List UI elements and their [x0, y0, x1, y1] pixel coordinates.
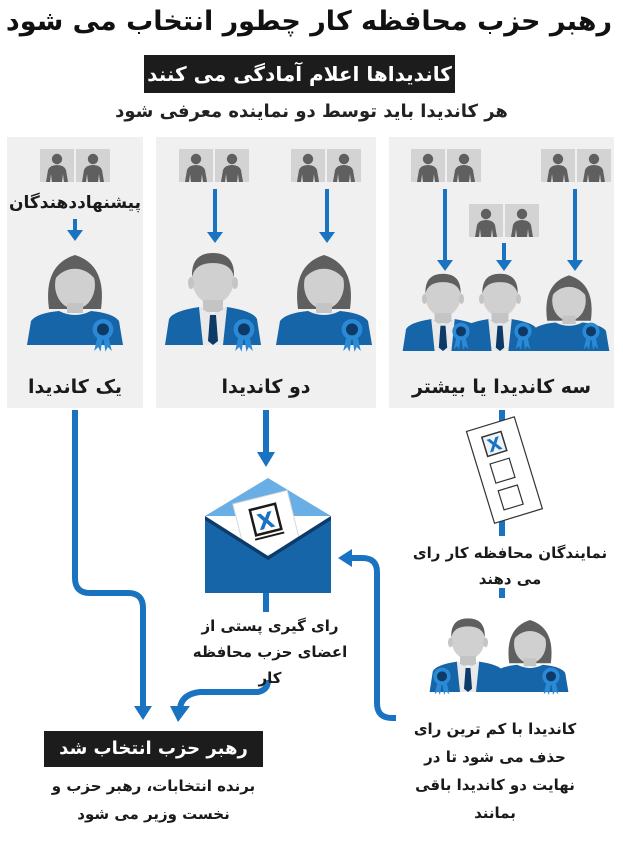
- proposers-pair: [40, 149, 110, 182]
- svg-text:X: X: [255, 508, 278, 536]
- postal-vote-caption: رای گیری پستی از اعضای حزب محافظه کار: [192, 617, 348, 687]
- page-title: رهبر حزب محافظه کار چطور انتخاب می شود: [5, 6, 612, 37]
- proposers-pair: [541, 149, 611, 182]
- mp-ballot-paper-icon: X: [465, 416, 544, 525]
- proposers-pair: [411, 149, 481, 182]
- proposer-icon: [40, 149, 74, 182]
- proposer-icon: [411, 149, 445, 182]
- proposers-pair: [469, 204, 539, 237]
- panel-label: دو کاندیدا: [221, 376, 311, 398]
- loop-back-line: [352, 555, 396, 721]
- nomination-rule-text: هر کاندیدا باید توسط دو نماینده معرفی شو…: [115, 101, 508, 122]
- candidates-announce-banner: کاندیداها اعلام آمادگی می کنند: [144, 55, 455, 93]
- down-arrow-icon: [319, 189, 335, 243]
- proposers-pair: [179, 149, 249, 182]
- proposer-icon: [76, 149, 110, 182]
- panel-three-or-more: سه کاندیدا یا بیشتر: [389, 137, 614, 408]
- panel-label: سه کاندیدا یا بیشتر: [411, 376, 592, 398]
- proposers-label: پیشنهاددهندگان: [9, 193, 141, 213]
- proposers-pair: [291, 149, 361, 182]
- proposer-icon: [505, 204, 539, 237]
- down-arrow-icon: [207, 189, 223, 243]
- proposer-icon: [215, 149, 249, 182]
- svg-text:X: X: [485, 433, 505, 457]
- down-arrow-icon: [567, 189, 583, 271]
- postal-ballot-envelope-icon: X: [205, 478, 331, 593]
- proposer-icon: [291, 149, 325, 182]
- proposer-icon: [179, 149, 213, 182]
- mps-vote-caption: نمایندگان محافظه کار رای می دهند: [412, 544, 608, 588]
- proposer-icon: [327, 149, 361, 182]
- one-candidate-flow-line: [72, 410, 146, 706]
- leader-elected-banner: رهبر حزب انتخاب شد: [44, 731, 263, 767]
- down-arrow-icon: [437, 189, 453, 271]
- proposer-icon: [469, 204, 503, 237]
- down-arrow-icon: [67, 219, 83, 241]
- elimination-caption: کاندیدا با کم ترین رای حذف می شود تا در …: [413, 720, 577, 822]
- proposer-icon: [577, 149, 611, 182]
- arrow-head-icon: [170, 706, 190, 722]
- panel-two-candidates: دو کاندیدا: [156, 137, 376, 408]
- winner-becomes-pm-caption: برنده انتخابات، رهبر حزب و نخست وزیر می …: [51, 777, 256, 823]
- arrow-head-icon: [257, 452, 275, 467]
- proposer-icon: [447, 149, 481, 182]
- arrow-head-icon: [134, 706, 152, 720]
- postal-to-elected-flow-line: [177, 679, 271, 709]
- down-arrow-icon: [496, 243, 512, 271]
- panel-one-candidate: پیشنهاددهندگان یک کاندیدا: [7, 137, 143, 408]
- rosette-icon: [541, 666, 561, 696]
- proposer-icon: [541, 149, 575, 182]
- arrow-head-icon: [338, 549, 352, 567]
- panel-label: یک کاندیدا: [27, 376, 123, 398]
- rosette-icon: [432, 666, 452, 696]
